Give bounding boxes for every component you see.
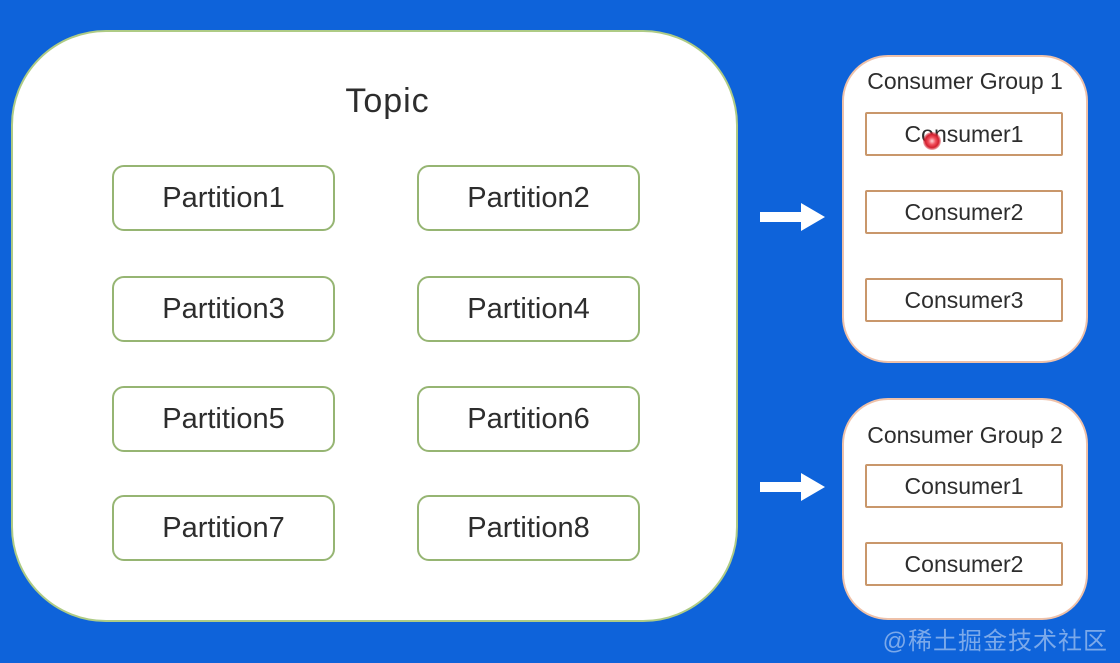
cg1-consumer-box-1: Consumer1 bbox=[865, 112, 1063, 156]
consumer-group-2-title: Consumer Group 2 bbox=[867, 422, 1063, 448]
topic-title: Topic bbox=[345, 82, 430, 120]
cg1-consumer-box-3: Consumer3 bbox=[865, 278, 1063, 322]
partition-box-8: Partition8 bbox=[417, 495, 640, 561]
consumer-group-1-title: Consumer Group 1 bbox=[867, 68, 1063, 94]
arrow-right-icon-1 bbox=[760, 203, 825, 231]
partition-box-6: Partition6 bbox=[417, 386, 640, 452]
watermark: @稀土掘金技术社区 bbox=[882, 628, 1108, 655]
cg2-consumer-box-2: Consumer2 bbox=[865, 542, 1063, 586]
partition-box-3: Partition3 bbox=[112, 276, 335, 342]
partition-box-4: Partition4 bbox=[417, 276, 640, 342]
arrow-right-icon-2 bbox=[760, 473, 825, 501]
partition-box-2: Partition2 bbox=[417, 165, 640, 231]
topic-panel: Topic Partition1 Partition2 Partition3 P… bbox=[11, 30, 738, 622]
partition-box-7: Partition7 bbox=[112, 495, 335, 561]
cg1-consumer-box-2: Consumer2 bbox=[865, 190, 1063, 234]
consumer-group-1-panel: Consumer Group 1 Consumer1 Consumer2 Con… bbox=[842, 55, 1088, 363]
partition-box-5: Partition5 bbox=[112, 386, 335, 452]
cg2-consumer-box-1: Consumer1 bbox=[865, 464, 1063, 508]
consumer-group-2-panel: Consumer Group 2 Consumer1 Consumer2 bbox=[842, 398, 1088, 620]
partition-box-1: Partition1 bbox=[112, 165, 335, 231]
